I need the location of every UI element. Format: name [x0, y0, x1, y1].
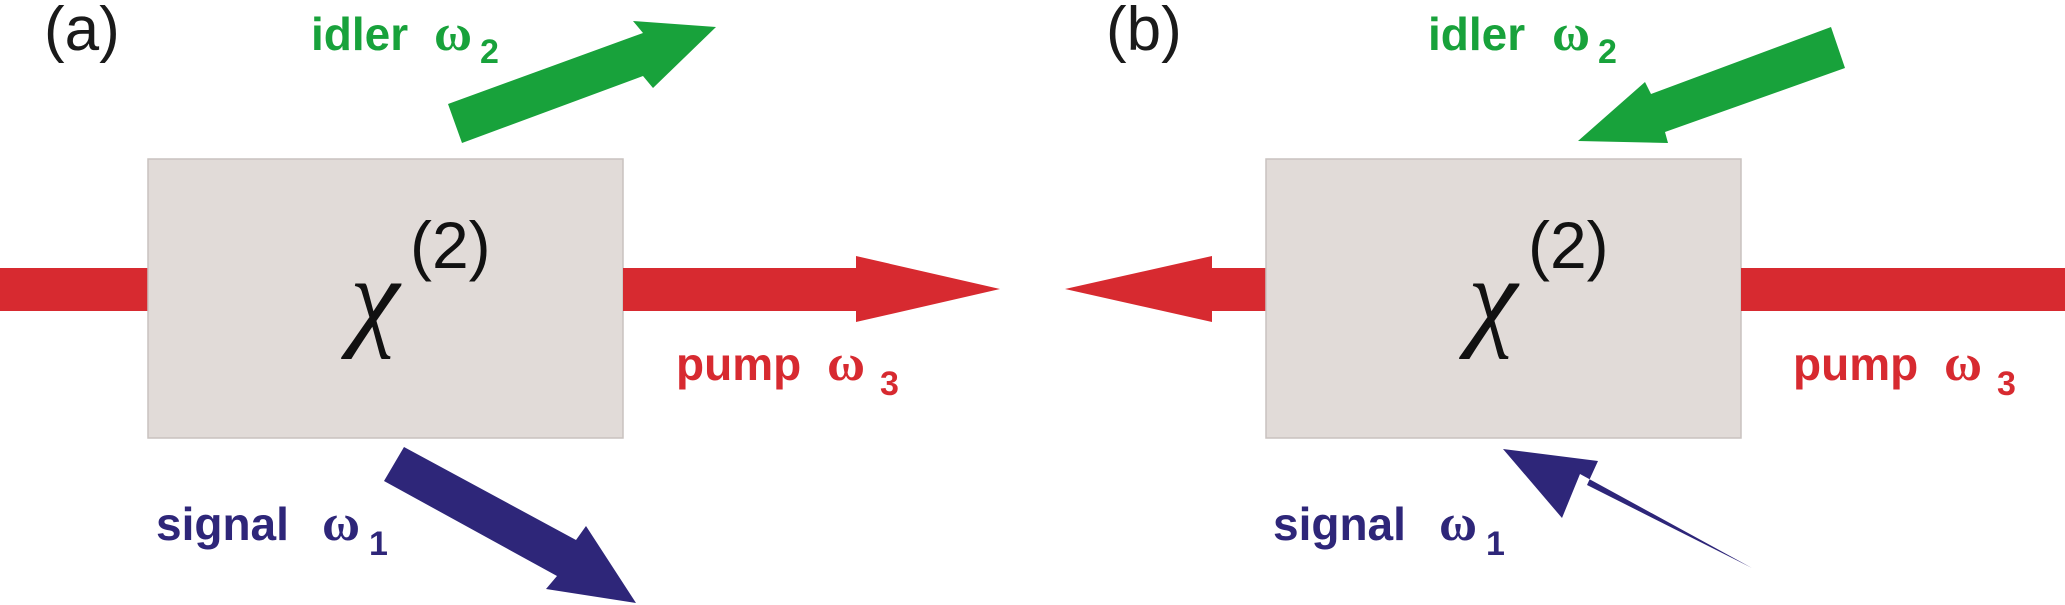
panel-a-idler-arrow	[448, 21, 716, 143]
panel-a-pump-input-beam	[0, 268, 150, 311]
panel-b-idler-omega: ω	[1552, 5, 1590, 62]
panel-a-crystal-box	[147, 158, 624, 439]
panel-a-chi-symbol: χ	[341, 236, 402, 360]
panel-a-label: (a)	[44, 0, 120, 64]
panel-b-chi-superscript: (2)	[1528, 208, 1609, 282]
panel-b-pump-omega: ω	[1944, 335, 1982, 392]
panel-a-signal-arrow	[384, 447, 636, 603]
panel-a-pump-omega: ω	[827, 335, 865, 392]
panel-a-idler-omega: ω	[434, 5, 472, 62]
panel-b-pump-input-beam	[1741, 268, 2065, 311]
panel-a-signal-subscript: 1	[369, 525, 388, 563]
panel-a-idler-label: idler	[311, 8, 408, 60]
panel-b-signal-omega: ω	[1439, 495, 1477, 552]
panel-b-idler-subscript: 2	[1598, 33, 1617, 71]
panel-b-idler-label: idler	[1428, 8, 1525, 60]
panel-b-pump-subscript: 3	[1997, 365, 2016, 403]
panel-b-chi-symbol: χ	[1459, 236, 1520, 360]
panel-b: (b) χ (2) idler ω 2 pump ω 3 signal ω 1	[1065, 0, 2065, 603]
panel-b-signal-arrow	[1503, 449, 1752, 603]
panel-a-pump-subscript: 3	[880, 365, 899, 403]
panel-b-idler-arrow	[1578, 27, 1845, 143]
panel-a-chi-superscript: (2)	[410, 208, 491, 282]
panel-a-signal-omega: ω	[322, 495, 360, 552]
panel-b-crystal-box	[1265, 158, 1742, 439]
panel-a-pump-label: pump	[676, 338, 801, 390]
panel-b-pump-output-arrow	[1065, 256, 1266, 322]
panel-a-idler-subscript: 2	[480, 33, 499, 71]
panel-a-signal-label: signal	[156, 498, 289, 550]
panel-a-pump-output-arrow	[623, 256, 1000, 322]
panel-b-signal-subscript: 1	[1486, 525, 1505, 563]
panel-b-pump-label: pump	[1793, 338, 1918, 390]
panel-b-label: (b)	[1106, 0, 1182, 64]
panel-a: (a) χ (2) idler ω 2 pump ω 3 signal ω 1	[0, 0, 1000, 603]
panel-b-signal-label: signal	[1273, 498, 1406, 550]
